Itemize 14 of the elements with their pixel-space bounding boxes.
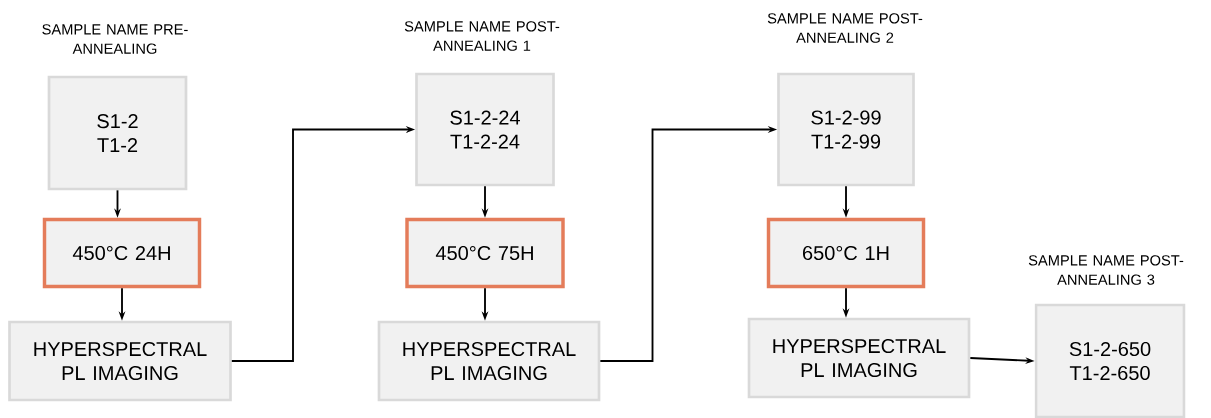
imaging-box: HYPERSPECTRAL PL IMAGING xyxy=(377,320,601,402)
annealing-box: 450°C 75H xyxy=(405,217,565,289)
sample-box: S1-2-24 T1-2-24 xyxy=(415,72,555,187)
sample-heading: SAMPLE NAME POST-ANNEALING 1 xyxy=(404,21,560,51)
sample-heading: SAMPLE NAME PRE-ANNEALING xyxy=(42,24,188,54)
annealing-box: 450°C 24H xyxy=(42,217,202,289)
sample-heading: SAMPLE NAME POST-ANNEALING 2 xyxy=(767,13,923,43)
imaging-box: HYPERSPECTRAL PL IMAGING xyxy=(8,320,232,402)
annealing-box: 650°C 1H xyxy=(766,217,926,289)
imaging-box: HYPERSPECTRAL PL IMAGING xyxy=(747,317,971,399)
sample-box: S1-2 T1-2 xyxy=(47,75,188,191)
sample-heading: SAMPLE NAME POST-ANNEALING 3 xyxy=(1028,255,1184,285)
sample-box: S1-2-650 T1-2-650 xyxy=(1034,303,1186,418)
sample-box: S1-2-99 T1-2-99 xyxy=(777,72,915,187)
